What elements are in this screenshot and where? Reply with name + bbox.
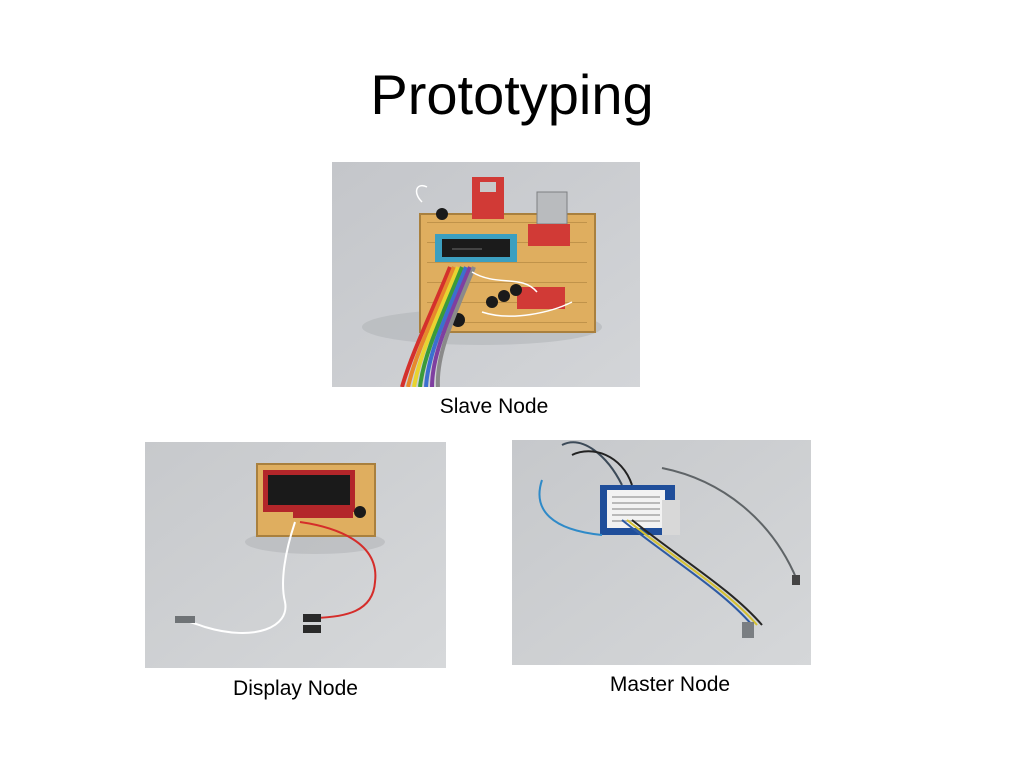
master-node-image [512, 440, 811, 665]
master-node-caption: Master Node [609, 673, 731, 696]
slave-node-image [332, 162, 640, 387]
slave-node-caption: Slave Node [439, 395, 549, 418]
slide-title: Prototyping [370, 63, 654, 126]
master-node-photo [512, 440, 811, 665]
slave-node-photo [332, 162, 640, 387]
display-node-photo [145, 442, 446, 668]
display-node-image [145, 442, 446, 668]
display-node-caption: Display Node [233, 677, 358, 700]
